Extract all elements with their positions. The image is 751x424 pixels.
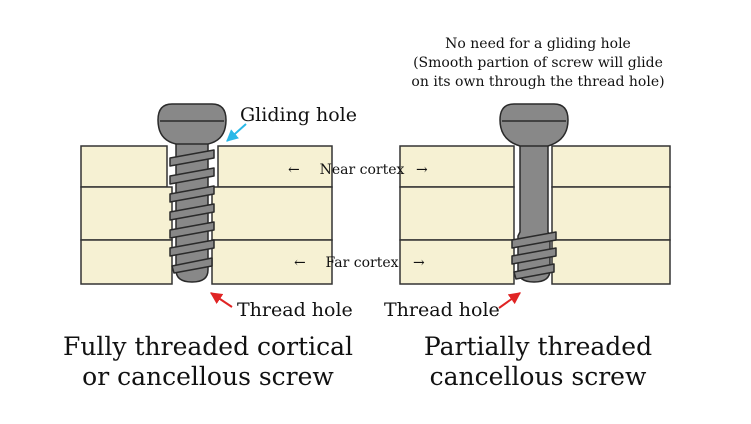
left-screw-head — [157, 103, 227, 145]
right-screw-threads — [511, 231, 557, 280]
gliding-hole-cyan-arrow-icon — [226, 123, 247, 142]
right-thread-hole-red-arrow-icon — [498, 292, 521, 309]
left-far-cortex-right — [211, 239, 333, 285]
left-cancellous-right — [211, 186, 333, 241]
left-cancellous-left — [80, 186, 173, 241]
right-caption-line1: Partially threaded — [424, 332, 652, 361]
right-note-line2: (Smooth partion of screw will glide — [413, 55, 663, 71]
gliding-hole-label: Gliding hole — [240, 104, 357, 126]
left-caption-line1: Fully threaded cortical — [63, 332, 353, 361]
left-near-cortex-right — [217, 145, 333, 188]
far-cortex-label-group: ← Far cortex → — [294, 255, 425, 271]
far-cortex-right-arrow-icon: → — [413, 255, 425, 271]
left-near-cortex-left — [80, 145, 168, 188]
right-caption-line2: cancellous screw — [430, 362, 647, 391]
right-cancellous-left — [399, 186, 515, 241]
near-cortex-label: Near cortex — [320, 162, 405, 178]
far-cortex-label: Far cortex — [325, 255, 398, 271]
right-far-cortex-right — [551, 239, 671, 285]
near-cortex-label-group: ← Near cortex → — [288, 162, 428, 178]
near-cortex-right-arrow-icon: → — [416, 162, 428, 178]
far-cortex-left-arrow-icon: ← — [294, 255, 306, 271]
near-cortex-left-arrow-icon: ← — [288, 162, 300, 178]
left-bone — [80, 145, 333, 285]
left-thread-hole-red-arrow-icon — [210, 292, 233, 308]
right-note-line1: No need for a gliding hole — [445, 36, 631, 52]
right-near-cortex-right — [551, 145, 671, 188]
right-cancellous-right — [551, 186, 671, 241]
right-note-line3: on its own through the thread hole) — [411, 74, 664, 90]
left-screw-icon — [157, 103, 227, 283]
left-far-cortex-left — [80, 239, 173, 285]
right-thread-hole-label: Thread hole — [384, 299, 500, 321]
left-caption-line2: or cancellous screw — [82, 362, 334, 391]
left-screw-threads — [169, 149, 215, 274]
right-screw-head — [499, 103, 569, 147]
left-thread-hole-label: Thread hole — [237, 299, 353, 321]
right-bone — [399, 145, 671, 285]
right-screw-icon — [499, 103, 569, 283]
